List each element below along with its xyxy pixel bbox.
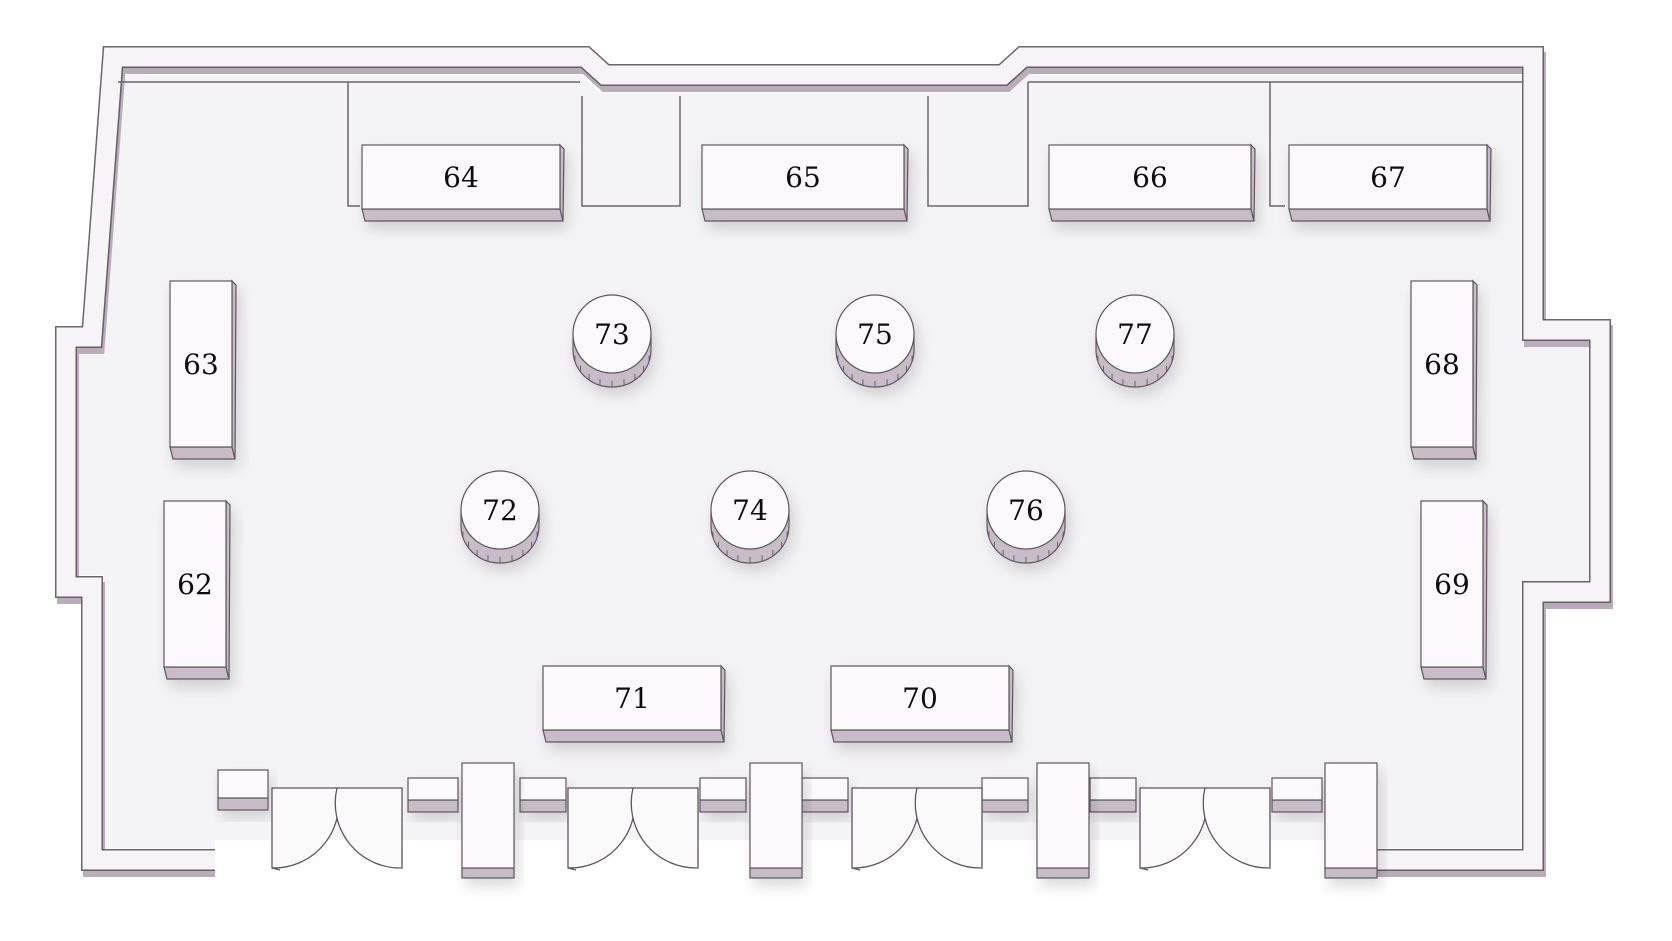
entrance-doors: [215, 762, 1378, 880]
table-label: 73: [594, 318, 630, 351]
table-62: 62: [163, 499, 231, 680]
table-74: 74: [710, 470, 790, 564]
table-label: 70: [902, 682, 938, 715]
table-72: 72: [460, 470, 540, 564]
table-76: 76: [986, 470, 1066, 564]
table-label: 66: [1132, 161, 1168, 194]
table-label: 67: [1370, 161, 1406, 194]
table-69: 69: [1420, 499, 1488, 680]
table-label: 74: [732, 494, 768, 527]
table-73: 73: [572, 294, 652, 388]
floor: [78, 75, 1590, 848]
table-label: 62: [177, 568, 213, 601]
table-77: 77: [1095, 294, 1175, 388]
table-label: 63: [183, 348, 219, 381]
table-68: 68: [1410, 279, 1478, 460]
table-label: 76: [1008, 494, 1044, 527]
table-65: 65: [701, 143, 909, 222]
table-label: 72: [482, 494, 518, 527]
table-67: 67: [1288, 143, 1492, 222]
table-64: 64: [361, 143, 565, 222]
table-label: 77: [1117, 318, 1153, 351]
alcove-partitions: [118, 81, 1522, 207]
table-71: 71: [542, 664, 726, 743]
table-75: 75: [835, 294, 915, 388]
table-label: 75: [857, 318, 893, 351]
outer-wall: [55, 46, 1613, 877]
table-63: 63: [169, 279, 237, 460]
table-label: 68: [1424, 348, 1460, 381]
table-label: 69: [1434, 568, 1470, 601]
table-label: 65: [785, 161, 821, 194]
table-label: 71: [614, 682, 650, 715]
table-66: 66: [1048, 143, 1256, 222]
table-70: 70: [830, 664, 1014, 743]
table-label: 64: [443, 161, 479, 194]
